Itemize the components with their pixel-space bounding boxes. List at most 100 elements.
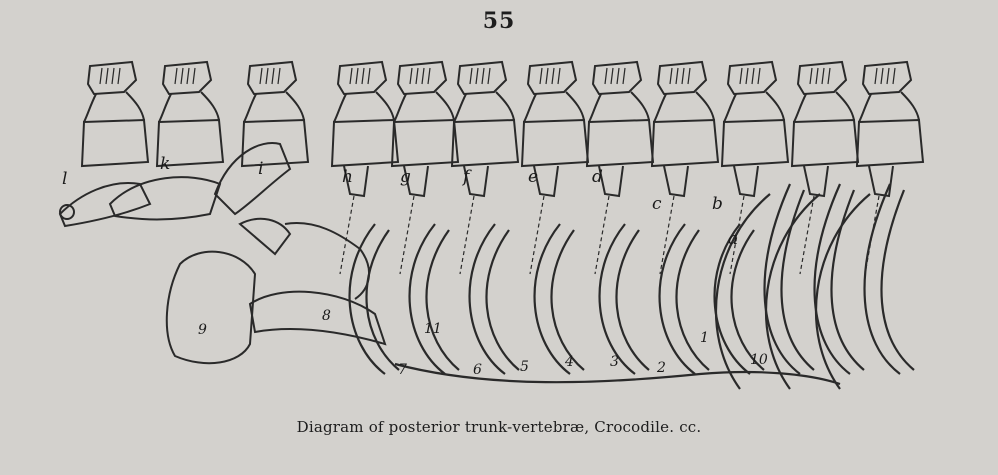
neural-spine — [863, 62, 911, 94]
spine-groove — [260, 68, 262, 84]
rib-number: 6 — [473, 362, 482, 378]
vertebral-body — [857, 120, 923, 166]
spine-groove — [488, 68, 490, 84]
vertebra-label: k — [160, 154, 170, 174]
spine-groove — [546, 68, 548, 84]
vertebra-label: e — [528, 167, 538, 187]
ischium-bar-8 — [250, 292, 385, 344]
spine-groove — [187, 68, 189, 84]
page-number: 55 — [0, 8, 998, 34]
vertebra-label: h — [342, 167, 353, 187]
vertebra-label: c — [652, 194, 662, 214]
spine-groove — [605, 68, 607, 84]
vertebra-label: i — [258, 159, 263, 179]
rib-inner-edge — [551, 230, 584, 370]
neural-spine — [528, 62, 576, 94]
spine-groove — [676, 68, 678, 84]
vertebral-body — [332, 120, 398, 166]
rib-number: 1 — [700, 330, 709, 346]
spine-groove — [193, 68, 195, 84]
neural-arch — [244, 92, 304, 122]
ligament-line — [595, 196, 609, 274]
spine-groove — [266, 68, 268, 84]
spine-groove — [688, 68, 690, 84]
spine-groove — [682, 68, 684, 84]
spine-groove — [752, 68, 754, 84]
spine-groove — [758, 68, 760, 84]
neural-arch — [159, 92, 219, 122]
spine-groove — [362, 68, 364, 84]
rib-inner-edge — [881, 190, 914, 370]
spine-groove — [416, 68, 418, 84]
neural-arch — [394, 92, 454, 122]
spine-groove — [100, 68, 102, 84]
neural-spine — [728, 62, 776, 94]
neural-arch — [334, 92, 394, 122]
ligament-line — [460, 196, 474, 274]
spine-groove — [470, 68, 472, 84]
neural-arch — [654, 92, 714, 122]
spine-groove — [278, 68, 280, 84]
spine-groove — [181, 68, 183, 84]
rib-number: 2 — [656, 360, 666, 376]
ligament-line — [660, 196, 674, 274]
spine-groove — [617, 68, 619, 84]
spine-groove — [828, 68, 830, 84]
neural-arch — [794, 92, 854, 122]
spine-groove — [356, 68, 358, 84]
vertebra-label: l — [62, 169, 67, 189]
spine-groove — [623, 68, 625, 84]
transverse-process — [869, 166, 893, 196]
rib-inner-edge — [731, 230, 764, 370]
vertebral-body — [452, 120, 518, 166]
rib-number: 3 — [610, 354, 619, 370]
vertebral-body — [652, 120, 718, 166]
rib-eleven-label: 11 — [424, 321, 442, 337]
transverse-process — [734, 166, 758, 196]
posterior-process-l — [60, 183, 150, 226]
vertebral-body — [722, 120, 788, 166]
rib-inner-edge — [426, 230, 459, 370]
vertebral-body — [792, 120, 858, 166]
rib-inner-edge — [486, 230, 519, 370]
spine-groove — [816, 68, 818, 84]
spine-groove — [558, 68, 560, 84]
vertebral-body — [522, 120, 588, 166]
spine-groove — [175, 68, 177, 84]
neural-arch — [524, 92, 584, 122]
spine-groove — [368, 68, 370, 84]
posterior-process-i — [215, 143, 290, 214]
neural-arch — [859, 92, 919, 122]
spine-groove — [482, 68, 484, 84]
ischium-bar-label: 8 — [322, 308, 331, 324]
spine-groove — [611, 68, 613, 84]
spine-groove — [422, 68, 424, 84]
spine-groove — [540, 68, 542, 84]
spine-groove — [893, 68, 895, 84]
vertebral-body — [82, 120, 148, 166]
rib-number: 5 — [520, 359, 529, 375]
spine-groove — [272, 68, 274, 84]
pelvic-bone-label: 9 — [198, 322, 207, 338]
rib-inner-edge — [676, 230, 709, 370]
spine-groove — [118, 68, 120, 84]
pelvic-bone-9 — [167, 252, 255, 364]
ligament-line — [340, 196, 354, 274]
vertebra-label: b — [712, 194, 723, 214]
transverse-process — [664, 166, 688, 196]
vertebral-body — [392, 120, 458, 166]
spine-groove — [552, 68, 554, 84]
rib-inner-edge — [616, 230, 649, 370]
spine-groove — [428, 68, 430, 84]
spine-groove — [476, 68, 478, 84]
spine-groove — [740, 68, 742, 84]
neural-spine — [458, 62, 506, 94]
ligament-line — [400, 196, 414, 274]
neural-spine — [398, 62, 446, 94]
spine-groove — [670, 68, 672, 84]
neural-arch — [589, 92, 649, 122]
neural-arch — [84, 92, 144, 122]
acetabulum — [240, 219, 290, 254]
